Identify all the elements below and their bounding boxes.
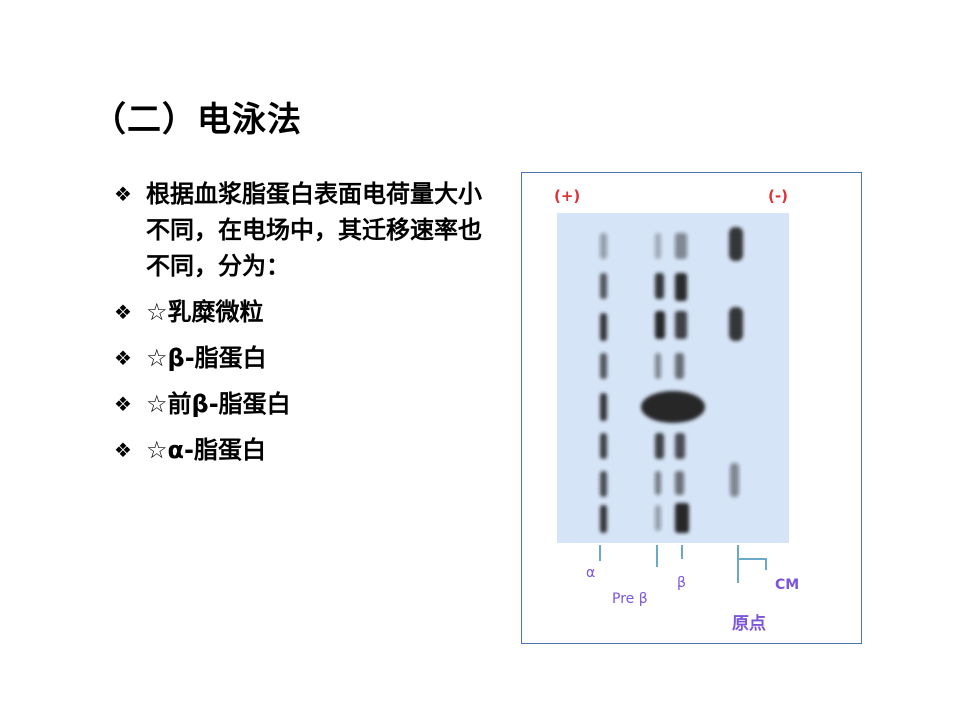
pre-beta-band: [655, 273, 664, 299]
bullet-text: ☆α-脂蛋白: [146, 436, 266, 464]
pre-beta-label: Pre β: [612, 591, 648, 607]
electrophoresis-figure: (+) (-): [521, 172, 862, 644]
beta-band: [675, 233, 687, 259]
diamond-bullet-icon: ❖: [114, 182, 132, 206]
alpha-band: [600, 353, 607, 379]
slide-title: （二）电泳法: [92, 100, 302, 140]
cm-band: [729, 307, 743, 341]
diamond-bullet-icon: ❖: [114, 438, 132, 462]
bullet-text: ☆乳糜微粒: [146, 298, 264, 326]
beta-band: [675, 273, 687, 301]
alpha-band: [600, 433, 607, 459]
bullet-text: 根据血浆脂蛋白表面电荷量大小不同，在电场中，其迁移速率也不同，分为：: [146, 180, 482, 280]
alpha-band: [600, 505, 607, 533]
bullet-list: ❖ 根据血浆脂蛋白表面电荷量大小不同，在电场中，其迁移速率也不同，分为： ❖ ☆乳糜…: [112, 176, 482, 478]
alpha-band: [600, 393, 607, 421]
alpha-band: [600, 233, 607, 259]
alpha-band: [600, 273, 607, 299]
beta-band: [675, 353, 684, 379]
beta-band: [675, 503, 689, 533]
bullet-text: ☆β-脂蛋白: [146, 344, 267, 372]
alpha-tick: [599, 545, 601, 561]
alpha-band: [600, 313, 607, 341]
beta-band: [675, 433, 685, 459]
gel-panel: [557, 213, 789, 543]
alpha-band: [600, 471, 607, 497]
beta-band: [675, 311, 687, 339]
pre-beta-tick: [656, 545, 658, 567]
pre-beta-band: [655, 505, 661, 531]
pre-beta-band: [655, 311, 665, 339]
pre-beta-band: [655, 433, 664, 459]
broad-beta-band: [641, 391, 705, 423]
beta-tick: [681, 545, 683, 559]
bullet-item: ❖ 根据血浆脂蛋白表面电荷量大小不同，在电场中，其迁移速率也不同，分为：: [112, 176, 482, 284]
bullet-item: ❖ ☆前β-脂蛋白: [112, 386, 482, 422]
cm-tick: [737, 558, 767, 560]
diamond-bullet-icon: ❖: [114, 300, 132, 324]
cm-tick: [765, 558, 767, 570]
cm-band: [729, 227, 743, 261]
gel-bands: [600, 227, 743, 533]
diamond-bullet-icon: ❖: [114, 392, 132, 416]
bullet-item: ❖ ☆α-脂蛋白: [112, 432, 482, 468]
beta-label: β: [677, 575, 686, 591]
pre-beta-band: [655, 471, 661, 495]
origin-tick: [737, 545, 739, 583]
beta-band: [675, 471, 684, 495]
cm-band: [730, 463, 739, 497]
cathode-label: (-): [768, 187, 788, 205]
bullet-item: ❖ ☆β-脂蛋白: [112, 340, 482, 376]
anode-label: (+): [554, 187, 581, 205]
pre-beta-band: [655, 233, 661, 259]
cm-label: CM: [775, 577, 800, 593]
pre-beta-band: [655, 353, 661, 379]
bullet-text: ☆前β-脂蛋白: [146, 390, 291, 418]
diamond-bullet-icon: ❖: [114, 346, 132, 370]
alpha-label: α: [586, 565, 596, 581]
bullet-item: ❖ ☆乳糜微粒: [112, 294, 482, 330]
origin-label: 原点: [732, 614, 766, 634]
